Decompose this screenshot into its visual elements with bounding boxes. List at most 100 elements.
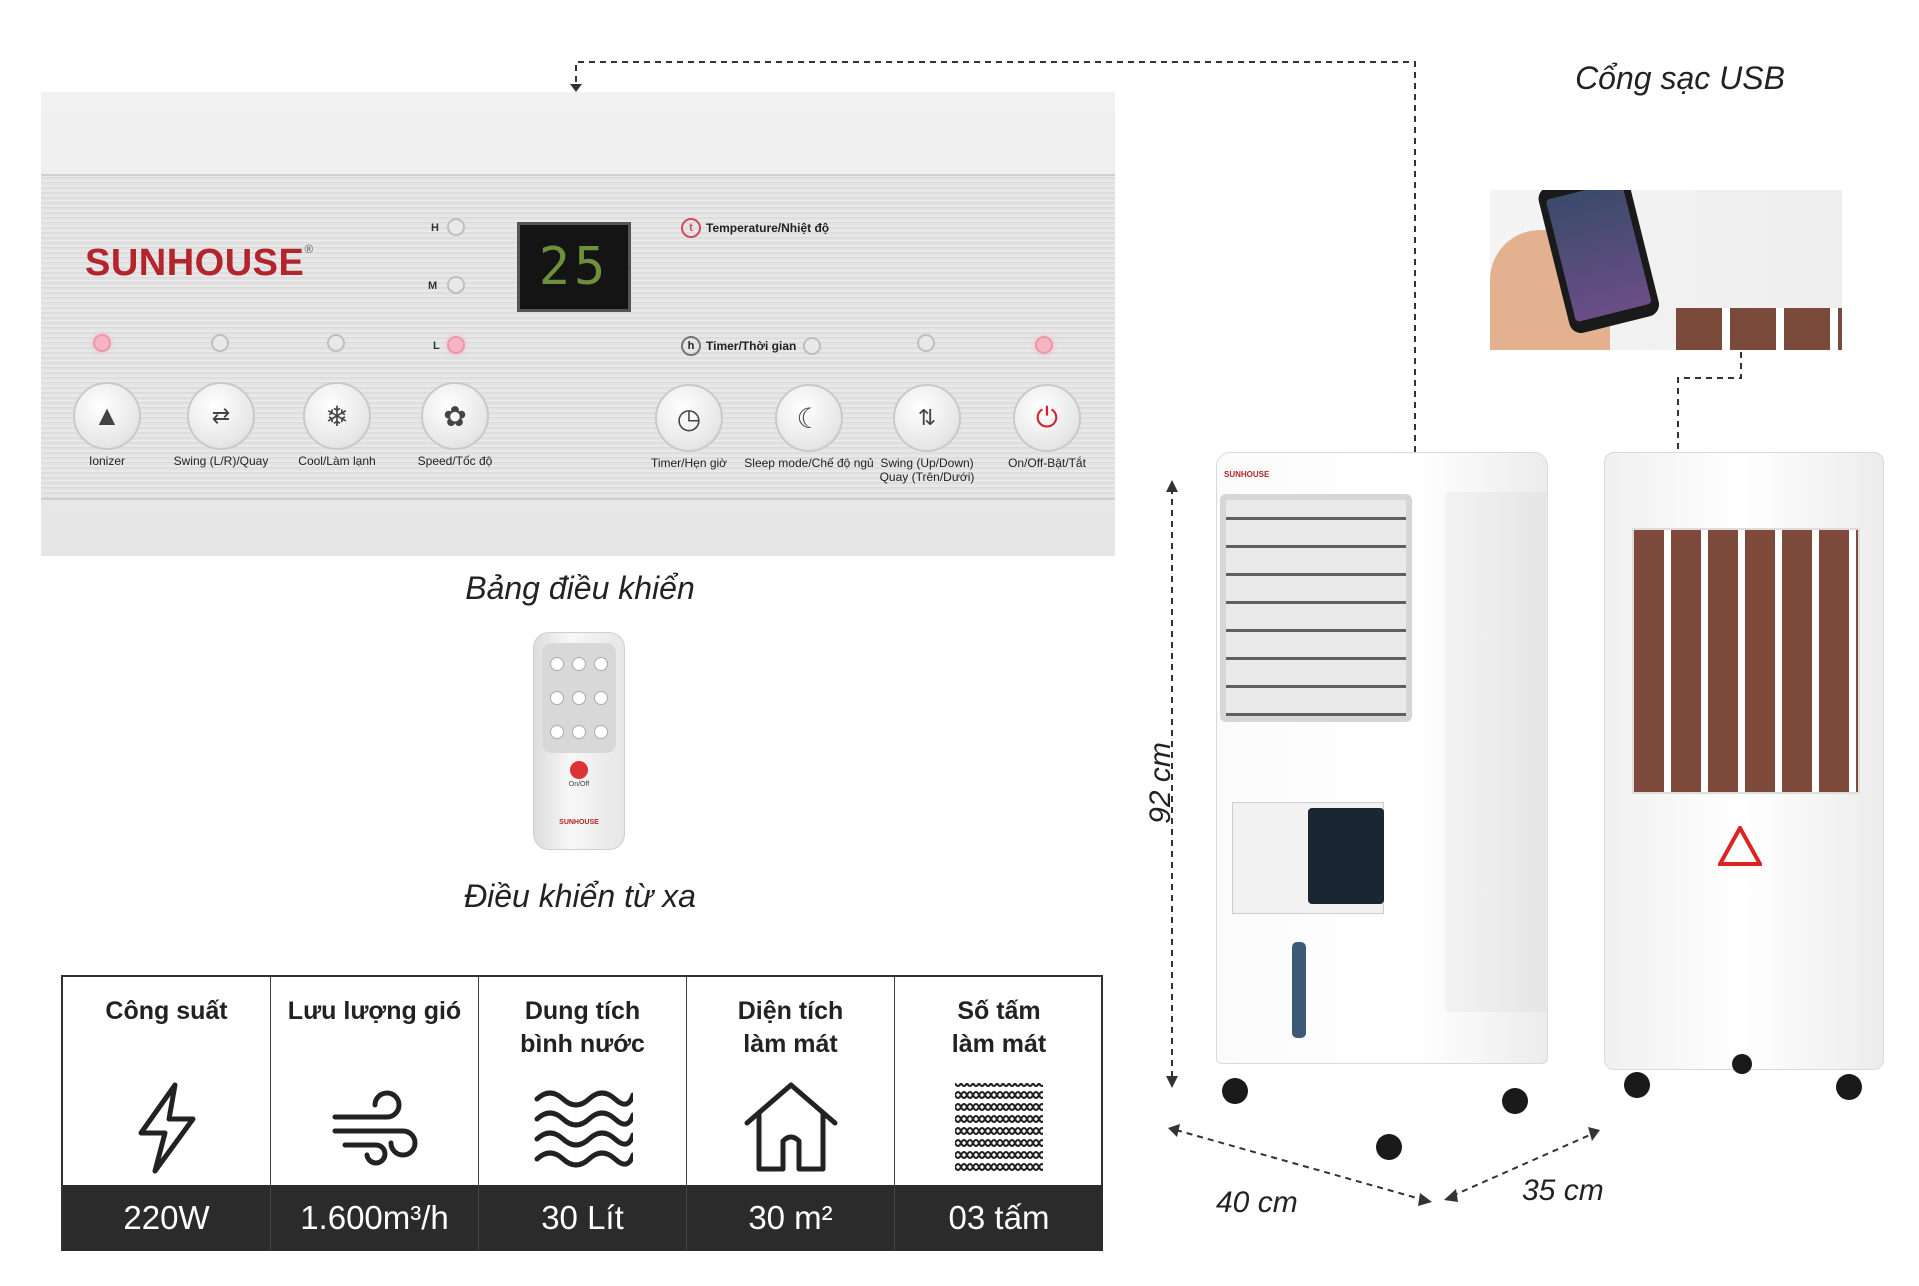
spec-pads: Số tấm làm mát 03 tấm xyxy=(895,977,1103,1251)
brand-text: SUNHOUSE xyxy=(85,242,305,284)
swing-ud-label-line2: Quay (Trên/Dưới) xyxy=(879,470,975,484)
usb-port-photo xyxy=(1490,190,1842,350)
cooler-logo: SUNHOUSE xyxy=(1224,470,1270,479)
height-dimension: 92 cm xyxy=(1144,742,1177,824)
remote-key xyxy=(594,657,608,671)
timer-button-label: Timer/Hẹn giờ xyxy=(650,456,728,470)
display-value: 25 xyxy=(538,237,610,297)
power-button[interactable]: ⏻ xyxy=(1013,384,1081,452)
spec-label: Diện tích làm mát xyxy=(737,997,844,1058)
remote-key xyxy=(572,725,586,739)
swing-ud-label-line1: Swing (Up/Down) xyxy=(880,456,974,470)
moon-icon: ☾ xyxy=(796,402,822,434)
timer-button[interactable]: ◷ xyxy=(655,384,723,452)
remote-button-grid xyxy=(542,643,616,753)
water-waves-icon xyxy=(534,1090,633,1168)
honeycomb-pad-icon xyxy=(955,1083,1043,1171)
ionizer-label: Ionizer xyxy=(88,454,126,468)
remote-control: On/Off SUNHOUSE xyxy=(533,632,625,850)
temperature-display: 25 xyxy=(517,222,631,312)
spec-power: Công suất 220W xyxy=(63,977,271,1251)
speed-button[interactable]: ✿ xyxy=(421,382,489,450)
clock-icon: ◷ xyxy=(676,402,702,434)
wheel xyxy=(1502,1088,1528,1114)
temperature-label: Temperature/Nhiệt độ xyxy=(706,221,830,235)
cooler-air-louvers xyxy=(1220,494,1412,722)
cool-led xyxy=(327,334,345,352)
wind-icon xyxy=(332,1090,418,1166)
snowflake-icon: ❄ xyxy=(325,400,349,432)
spec-value: 30 Lít xyxy=(479,1185,686,1251)
cooler-front-view: SUNHOUSE xyxy=(1216,452,1552,1160)
spec-label: Số tấm làm mát xyxy=(951,997,1047,1058)
lightning-icon xyxy=(138,1082,196,1174)
swing-ud-label: Swing (Up/Down) Quay (Trên/Dưới) xyxy=(857,456,997,484)
ionizer-led xyxy=(93,334,111,352)
spec-label: Dung tích bình nước xyxy=(520,997,645,1058)
speed-level-l-label: L xyxy=(433,340,440,352)
speed-level-h-led xyxy=(447,218,465,236)
timer-hour-icon: h xyxy=(681,336,701,356)
power-icon: ⏻ xyxy=(1035,401,1059,433)
remote-key xyxy=(594,691,608,705)
sleep-button[interactable]: ☾ xyxy=(775,384,843,452)
remote-key xyxy=(550,725,564,739)
swing-lr-label: Swing (L/R)/Quay xyxy=(173,454,269,468)
spec-table: Công suất 220W Lưu lượng gió 1.600m³/h D… xyxy=(61,975,1103,1251)
cool-label: Cool/Làm lạnh xyxy=(298,454,376,468)
remote-key xyxy=(550,691,564,705)
tree-icon: ▲ xyxy=(93,400,121,431)
thermometer-icon: t xyxy=(681,218,701,238)
cooling-pad-grid xyxy=(1632,528,1860,794)
wheel xyxy=(1836,1074,1862,1100)
spec-area: Diện tích làm mát 30 m² xyxy=(687,977,895,1251)
timer-label: Timer/Thời gian xyxy=(706,339,797,353)
speed-level-l-led xyxy=(447,336,465,354)
spec-airflow: Lưu lượng gió 1.600m³/h xyxy=(271,977,479,1251)
speed-level-m-label: M xyxy=(428,280,438,292)
remote-key xyxy=(572,657,586,671)
panel-brand-logo: SUNHOUSE® xyxy=(85,242,314,285)
house-icon xyxy=(744,1082,838,1172)
timer-indicator: h Timer/Thời gian xyxy=(681,336,822,356)
timer-led xyxy=(803,337,822,355)
wheel xyxy=(1732,1054,1752,1074)
depth-dimension: 35 cm xyxy=(1522,1174,1604,1207)
spec-value: 03 tấm xyxy=(895,1185,1103,1251)
spec-label: Lưu lượng gió xyxy=(287,997,462,1025)
wheel xyxy=(1624,1072,1650,1098)
remote-power-label: On/Off xyxy=(568,781,590,788)
water-level-window xyxy=(1292,942,1306,1038)
spec-tank: Dung tích bình nước 30 Lít xyxy=(479,977,687,1251)
usb-photo-cooling-pads xyxy=(1676,308,1842,350)
cooler-temperature-badge xyxy=(1308,808,1384,904)
spec-value: 1.600m³/h xyxy=(271,1185,478,1251)
spec-label: Công suất xyxy=(105,997,228,1025)
panel-caption: Bảng điều khiển xyxy=(465,570,695,606)
ionizer-button[interactable]: ▲ xyxy=(73,382,141,450)
remote-key xyxy=(594,725,608,739)
warning-triangle-icon xyxy=(1718,826,1762,866)
remote-power-key xyxy=(570,761,588,779)
remote-key xyxy=(550,657,564,671)
power-led xyxy=(1035,336,1053,354)
sleep-label: Sleep mode/Chế độ ngủ xyxy=(744,456,874,470)
power-label: On/Off-Bật/Tắt xyxy=(1008,456,1086,470)
swing-ud-button[interactable]: ⇅ xyxy=(893,384,961,452)
remote-brand: SUNHOUSE xyxy=(559,819,599,826)
speed-level-m-led xyxy=(447,276,465,294)
speed-label: Speed/Tốc độ xyxy=(417,454,493,468)
wheel xyxy=(1376,1134,1402,1160)
usb-caption: Cổng sạc USB xyxy=(1575,60,1785,96)
brand-mark: ® xyxy=(304,242,314,256)
swing-lr-led xyxy=(211,334,229,352)
spec-value: 220W xyxy=(63,1185,270,1251)
swing-ud-icon: ⇅ xyxy=(917,405,937,430)
control-panel-photo: SUNHOUSE® H M L 25 t Temperature/Nhiệt đ… xyxy=(41,92,1115,556)
temperature-indicator: t Temperature/Nhiệt độ xyxy=(681,218,829,238)
speed-level-h-label: H xyxy=(431,222,439,234)
swing-lr-button[interactable]: ⇄ xyxy=(187,382,255,450)
fan-icon: ✿ xyxy=(443,400,467,432)
cool-button[interactable]: ❄ xyxy=(303,382,371,450)
